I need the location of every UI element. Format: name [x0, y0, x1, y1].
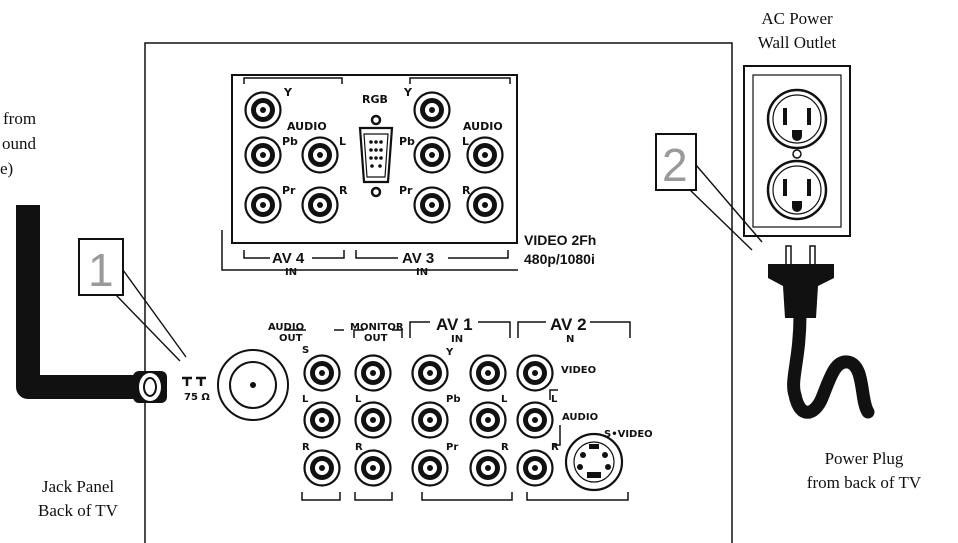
av1-y-jack[interactable]	[411, 354, 449, 392]
av3-audio-label: AUDIO	[463, 120, 503, 133]
rgb-label: RGB	[362, 93, 388, 106]
upper-brackets	[221, 77, 518, 271]
av2-label: AV 2	[550, 315, 587, 334]
audio-out-r-jack[interactable]	[303, 449, 341, 487]
av2-n-label: N	[566, 334, 574, 345]
av1-pb-jack[interactable]	[411, 401, 449, 439]
av3-r-label: R	[462, 184, 471, 197]
video-2fh-label: VIDEO 2Fh	[524, 232, 596, 248]
audio-out-l-label: L	[302, 394, 309, 405]
step-1-number: 1	[88, 244, 114, 296]
power-plug-label-line2: from back of TV	[807, 473, 922, 492]
av3-audio-l-jack[interactable]	[466, 136, 504, 174]
audio-out-label: AUDIO	[268, 322, 304, 333]
av4-r-label: R	[339, 184, 348, 197]
wall-outlet	[743, 65, 851, 237]
av4-l-label: L	[339, 135, 346, 148]
step-2-box	[655, 133, 697, 191]
av4-y-jack[interactable]	[244, 91, 282, 129]
cable-label-line1: from	[3, 109, 36, 128]
rgb-vga-connector[interactable]	[358, 114, 394, 198]
audio-out-s-label: S	[302, 345, 309, 356]
ac-outlet-label-line2: Wall Outlet	[758, 33, 837, 52]
av4-audio-r-jack[interactable]	[301, 186, 339, 224]
coax-connector	[133, 371, 167, 403]
step-1-pointer	[115, 269, 187, 362]
av1-r-label: R	[501, 442, 509, 453]
av3-pr-label: Pr	[399, 184, 413, 197]
s-video-jack[interactable]	[564, 432, 624, 492]
ac-outlet-label-line1: AC Power	[761, 9, 833, 28]
av4-in-label: IN	[285, 267, 297, 278]
antenna-input[interactable]	[217, 349, 289, 421]
monitor-out-out-label: OUT	[364, 333, 388, 344]
av2-audio-label: AUDIO	[562, 412, 598, 423]
av3-pb-label: Pb	[399, 135, 415, 148]
av2-l-jack[interactable]	[516, 401, 554, 439]
lower-brackets	[284, 321, 631, 501]
av2-video-jack[interactable]	[516, 354, 554, 392]
av4-label: AV 4	[272, 250, 305, 267]
av2-l-label: L	[551, 394, 558, 405]
av3-in-label: IN	[416, 267, 428, 278]
av3-label: AV 3	[402, 250, 434, 267]
cable-label-line3: e)	[0, 159, 13, 178]
antenna-cable	[16, 205, 135, 399]
av3-audio-r-jack[interactable]	[466, 186, 504, 224]
av3-l-label: L	[462, 135, 469, 148]
av1-l-jack[interactable]	[469, 401, 507, 439]
av4-pr-label: Pr	[282, 184, 296, 197]
monitor-out-r-jack[interactable]	[354, 449, 392, 487]
audio-out-s-jack[interactable]	[303, 354, 341, 392]
av4-pr-jack[interactable]	[244, 186, 282, 224]
monitor-out-label: MONITOR	[350, 322, 404, 333]
jack-panel-label-line1: Jack Panel	[42, 477, 115, 496]
av2-r-jack[interactable]	[516, 449, 554, 487]
upper-input-module: Y Pb Pr AUDIO L R RGB Y Pb Pr AUDIO L R	[231, 74, 518, 244]
av1-r-jack[interactable]	[469, 449, 507, 487]
step-2-pointer	[689, 164, 763, 251]
av2-video-label: VIDEO	[561, 365, 596, 376]
power-plug	[768, 245, 875, 419]
av1-label: AV 1	[436, 315, 473, 334]
av4-pb-label: Pb	[282, 135, 298, 148]
audio-out-out-label: OUT	[279, 333, 303, 344]
av3-pr-jack[interactable]	[413, 186, 451, 224]
av1-pr-label: Pr	[446, 442, 458, 453]
av1-in-label: IN	[451, 334, 463, 345]
av1-l-label: L	[501, 394, 508, 405]
resolution-label: 480p/1080i	[524, 251, 595, 267]
monitor-l-label: L	[355, 394, 362, 405]
av3-y-jack[interactable]	[413, 91, 451, 129]
monitor-r-label: R	[355, 442, 363, 453]
av4-audio-label: AUDIO	[287, 120, 327, 133]
av1-video-jack[interactable]	[469, 354, 507, 392]
antenna-ohm-label: 75 Ω	[184, 392, 210, 403]
av1-pr-jack[interactable]	[411, 449, 449, 487]
av3-y-label: Y	[403, 86, 413, 99]
audio-out-l-jack[interactable]	[303, 401, 341, 439]
av1-y-label: Y	[445, 347, 454, 358]
av4-audio-l-jack[interactable]	[301, 136, 339, 174]
power-plug-label-line1: Power Plug	[825, 449, 904, 468]
cable-label-line2: ound	[2, 134, 37, 153]
monitor-out-l-jack[interactable]	[354, 401, 392, 439]
av3-pb-jack[interactable]	[413, 136, 451, 174]
av2-r-label: R	[551, 442, 559, 453]
audio-out-r-label: R	[302, 442, 310, 453]
step-2-number: 2	[662, 139, 688, 191]
monitor-out-video-jack[interactable]	[354, 354, 392, 392]
s-video-label: S•VIDEO	[604, 429, 653, 440]
av4-y-label: Y	[283, 86, 293, 99]
step-1-box	[78, 238, 124, 296]
coax-symbol-icon	[182, 376, 206, 386]
av1-pb-label: Pb	[446, 394, 461, 405]
jack-panel-label-line2: Back of TV	[38, 501, 119, 520]
av4-pb-jack[interactable]	[244, 136, 282, 174]
